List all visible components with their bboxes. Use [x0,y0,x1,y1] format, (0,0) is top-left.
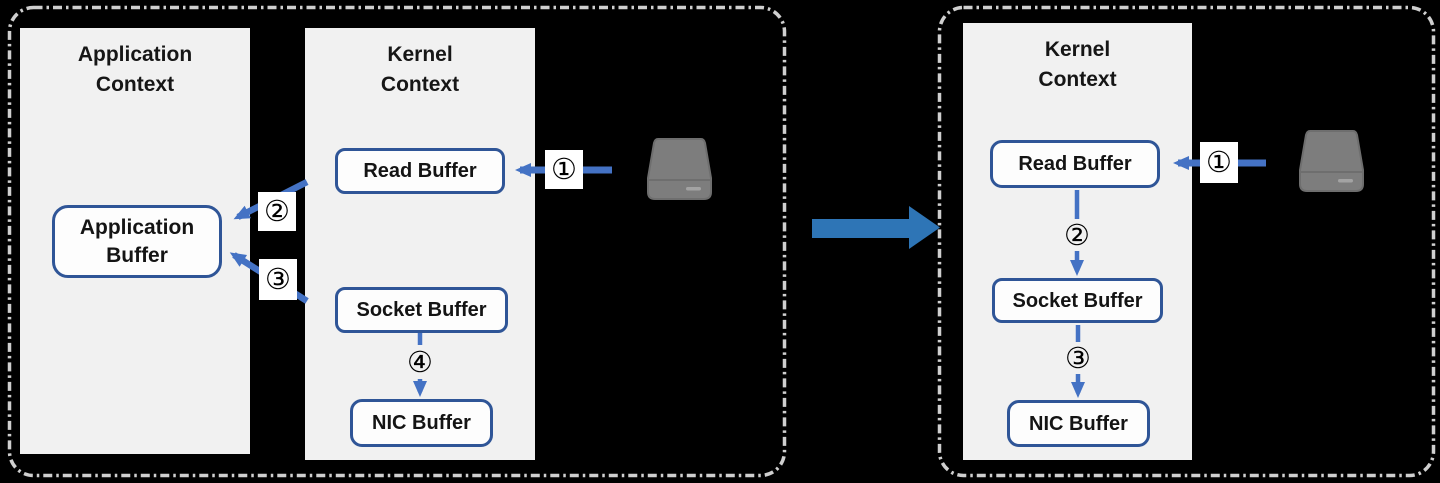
step2-label-right: ② [1061,219,1093,251]
hard-disk-icon [1299,130,1364,192]
socket-buffer-box-left: Socket Buffer [335,287,508,333]
kernel-context-title-right: Kernel Context [1038,38,1117,91]
step3-label-left: ③ [259,259,297,300]
hard-disk-icon [647,138,712,200]
step2-label-left: ② [258,192,296,231]
nic-buffer-box-right: NIC Buffer [1007,400,1150,447]
socket-buffer-box-right: Socket Buffer [992,278,1163,323]
big-right-arrow-icon [812,206,940,249]
application-buffer-box: Application Buffer [52,205,222,278]
kernel-context-title-left: Kernel Context [380,43,460,96]
read-buffer-box-left: Read Buffer [335,148,505,194]
right-dashed-container [937,5,1436,478]
left-dashed-container [7,5,787,478]
nic-buffer-box-left: NIC Buffer [350,399,493,447]
step1-label-right: ① [1200,142,1238,183]
step3-label-right: ③ [1062,342,1094,374]
read-buffer-box-right: Read Buffer [990,140,1160,188]
application-context-title: Application Context [77,43,193,96]
step4-label-left: ④ [404,345,436,379]
step1-label-left: ① [545,150,583,189]
